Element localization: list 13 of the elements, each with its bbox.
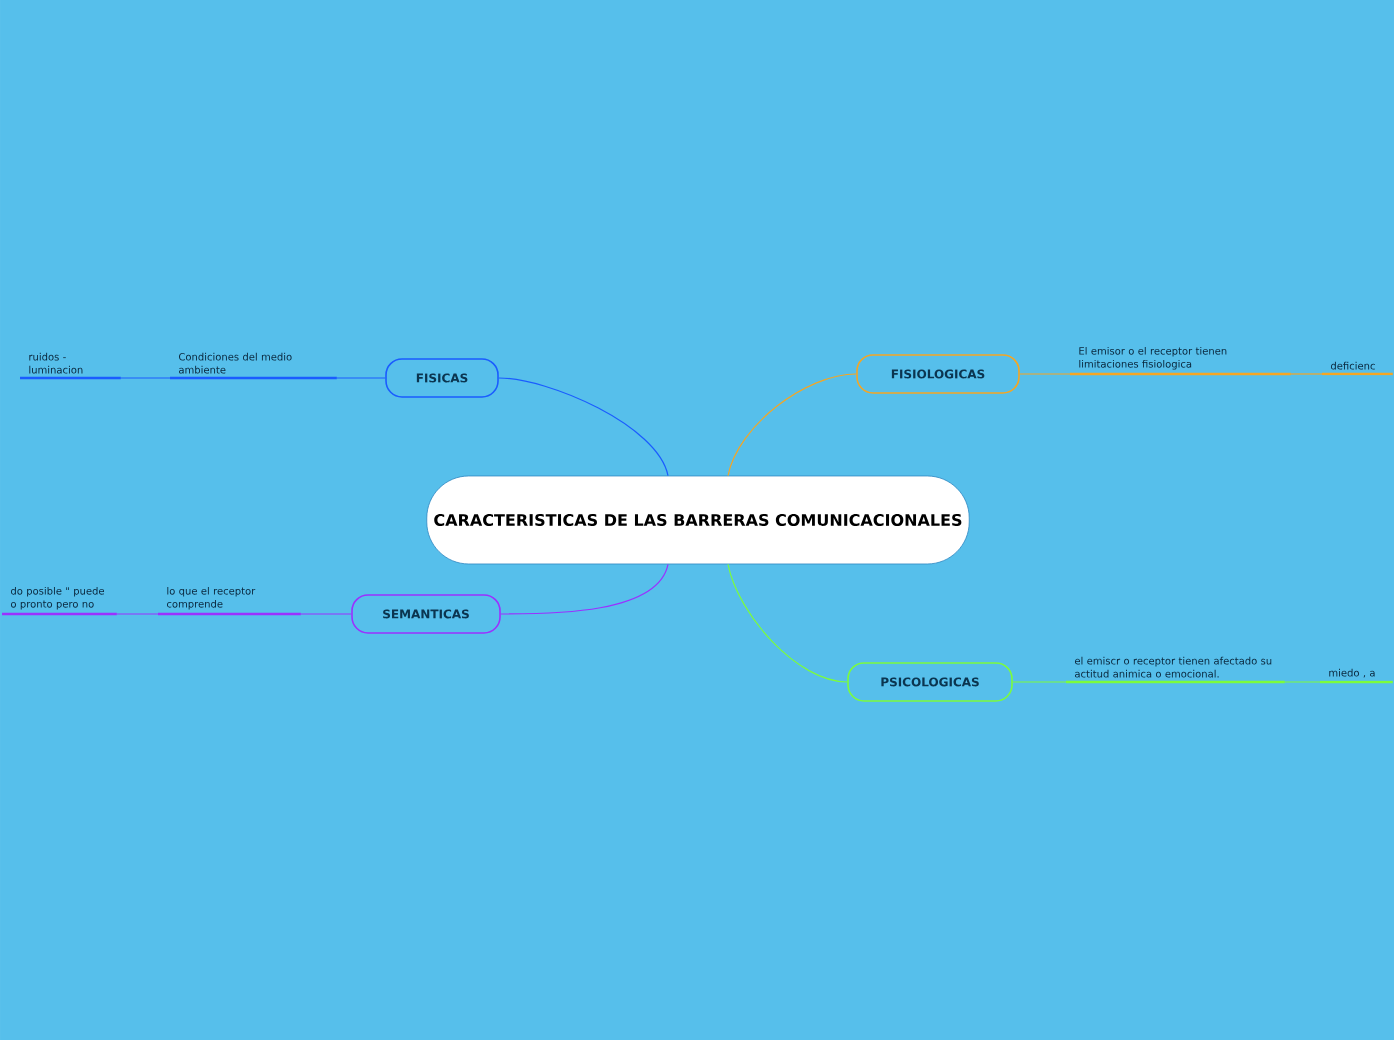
connector-line <box>336 377 386 379</box>
connector-line <box>300 613 352 615</box>
connector-line <box>500 563 669 615</box>
connector-line <box>116 613 159 615</box>
connector-line <box>1284 681 1321 683</box>
connector-line <box>727 373 857 477</box>
connector-line <box>1019 373 1071 375</box>
central-topic-box: CARACTERISTICAS DE LAS BARRERAS COMUNICACIONALES <box>426 475 970 565</box>
connector-line <box>1012 681 1067 683</box>
connector-line <box>120 377 171 379</box>
connector-line <box>498 377 669 477</box>
connector-line <box>727 563 848 683</box>
connector-line <box>1290 373 1323 375</box>
